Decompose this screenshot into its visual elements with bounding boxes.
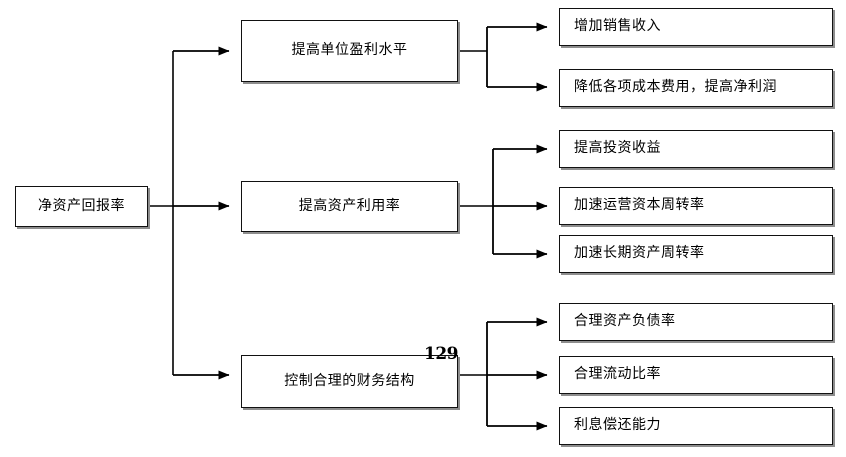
node-level3-accelerate-long-term-asset-turnover[interactable]: 加速长期资产周转率 [559,235,833,273]
node-level2-improve-unit-profit[interactable]: 提高单位盈利水平 [241,20,458,82]
node-level3-accelerate-working-capital-turnover[interactable]: 加速运营资本周转率 [559,187,833,225]
node-level3-label-0: 增加销售收入 [574,18,661,35]
node-level3-label-4: 加速长期资产周转率 [574,245,705,262]
node-level2-label-1: 提高资产利用率 [298,197,401,214]
node-level3-increase-sales-revenue[interactable]: 增加销售收入 [559,8,833,46]
node-level3-label-5: 合理资产负债率 [574,313,676,330]
node-level3-label-1: 降低各项成本费用，提高净利润 [574,79,777,96]
node-level2-improve-asset-utilization[interactable]: 提高资产利用率 [241,181,458,232]
node-level3-label-3: 加速运营资本周转率 [574,197,705,214]
node-level3-interest-coverage-ability[interactable]: 利息偿还能力 [559,407,833,445]
node-level3-label-7: 利息偿还能力 [574,417,661,434]
node-level3-reasonable-current-ratio[interactable]: 合理流动比率 [559,356,833,394]
node-level2-control-financial-structure[interactable]: 控制合理的财务结构 [241,355,458,408]
node-level3-label-6: 合理流动比率 [574,366,661,383]
node-root-label: 净资产回报率 [38,197,125,214]
wire-group1-splitter [458,22,548,92]
page-number: 129 [424,344,459,364]
node-level2-label-2: 控制合理的财务结构 [284,372,415,389]
wire-group2-splitter [458,144,548,259]
node-level3-reasonable-debt-ratio[interactable]: 合理资产负债率 [559,303,833,341]
node-level2-label-0: 提高单位盈利水平 [291,42,408,59]
wire-group3-splitter [458,317,548,431]
node-level3-reduce-costs-raise-net-profit[interactable]: 降低各项成本费用，提高净利润 [559,69,833,107]
node-level3-label-2: 提高投资收益 [574,140,661,157]
node-level3-increase-investment-income[interactable]: 提高投资收益 [559,130,833,168]
wire-root-trunk [148,51,174,375]
node-root[interactable]: 净资产回报率 [15,186,148,227]
